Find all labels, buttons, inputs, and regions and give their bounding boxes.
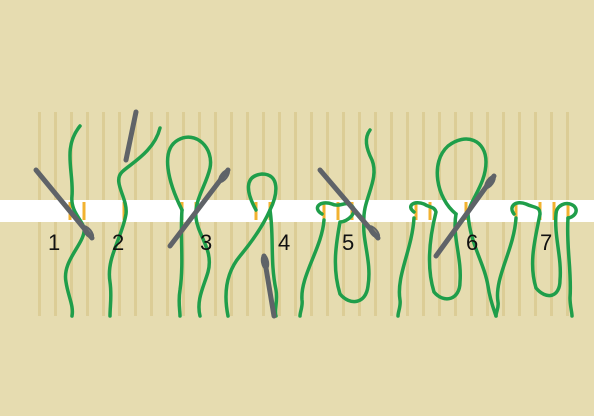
thread-step-2 xyxy=(107,126,162,318)
step-2: 2 xyxy=(107,109,162,318)
step-6: 6 xyxy=(396,137,498,318)
needle-icon xyxy=(33,167,95,241)
step-3: 3 xyxy=(165,135,231,318)
step-number-5: 5 xyxy=(342,230,354,255)
thread-step-6 xyxy=(409,200,463,301)
stitch-mark xyxy=(122,202,126,220)
step-number-2: 2 xyxy=(112,230,124,255)
needle-icon xyxy=(260,253,277,319)
stitch-mark xyxy=(552,202,556,220)
thread-step-5-tail xyxy=(362,128,376,224)
thread-step-5-left xyxy=(298,218,326,318)
thread-step-5 xyxy=(315,201,371,304)
step-1: 1 xyxy=(33,124,95,318)
thread-step-6-left xyxy=(396,216,416,318)
stitch-mark xyxy=(428,202,432,220)
stitch-mark xyxy=(414,202,418,220)
step-5: 5 xyxy=(298,128,381,318)
thread-step-7 xyxy=(510,201,578,298)
thread-step-3 xyxy=(165,135,213,318)
stitch-mark xyxy=(322,202,326,220)
stitch-mark xyxy=(82,202,86,220)
thread-step-4-tail xyxy=(268,208,279,318)
step-number-7: 7 xyxy=(540,230,552,255)
stitch-mark xyxy=(566,202,570,220)
seam-gap xyxy=(0,200,594,222)
needle-icon xyxy=(433,173,497,259)
step-number-1: 1 xyxy=(48,230,60,255)
stitch-mark xyxy=(336,202,340,220)
thread-step-6-loop xyxy=(435,137,498,318)
step-number-3: 3 xyxy=(200,230,212,255)
step-7: 7 xyxy=(494,201,578,318)
step-4: 4 xyxy=(224,172,290,319)
needle-icon xyxy=(167,167,231,249)
thread-step-7-right xyxy=(565,216,574,318)
needle-icon xyxy=(123,109,139,163)
thread-step-7-left xyxy=(494,216,518,318)
step-number-4: 4 xyxy=(278,230,290,255)
stitch-mark xyxy=(514,202,518,220)
step-number-6: 6 xyxy=(466,230,478,255)
needle-icon xyxy=(317,167,381,241)
